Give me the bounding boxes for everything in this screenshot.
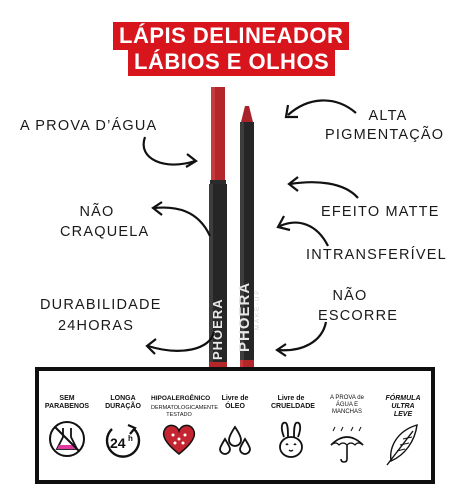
arrow-non-transfer [276, 215, 329, 247]
bunny-icon [279, 421, 303, 458]
arrow-matte [287, 176, 359, 199]
arrow-no-run [275, 321, 328, 357]
claim-matte: EFEITO MATTE [321, 204, 440, 220]
claim-waterproof: A PROVA D’ÁGUA [20, 118, 158, 134]
arrow-waterproof [142, 136, 198, 168]
heart-icon [162, 424, 196, 455]
feature-hypoallergenic: HIPOALERGÊNICO DERMATOLOGICAMENTE TESTAD… [151, 371, 219, 480]
brand-name: PHOERA [236, 281, 253, 352]
feature-label: A PROVA de ÁGUA E MANCHAS [330, 395, 364, 415]
feature-label: Livre de ÓLEO [221, 395, 249, 410]
arrow-durability [145, 331, 216, 355]
24h-clock-icon: 24 h [105, 423, 141, 458]
24h-badge-text: 24 [110, 435, 126, 451]
feature-oil-free: Livre de ÓLEO [207, 371, 263, 480]
feature-label: Livre de CRUELDADE [271, 395, 315, 410]
arrow-pigment [284, 99, 357, 119]
feature-water-smudge-proof: A PROVA de ÁGUA E MANCHAS [319, 371, 375, 480]
feature-sub-label: DERMATOLOGICAMENTE TESTADO [151, 405, 219, 418]
24h-badge-sup: h [128, 434, 133, 443]
claim-no-crack-1: NÃO [79, 204, 115, 220]
features-band: SEM PARABENOS LONGA DURAÇÃO 24 h HIPOALE… [35, 367, 435, 484]
claim-durability-1: DURABILIDADE [40, 297, 162, 313]
feature-label: FÓRMULA ULTRA LEVE [385, 395, 421, 418]
feature-label: HIPOALERGÊNICO [151, 395, 211, 402]
feature-label: SEM PARABENOS [44, 395, 90, 410]
drops-icon [219, 425, 251, 455]
feature-ultra-light: FÓRMULA ULTRA LEVE [375, 371, 431, 480]
claim-no-run-2: ESCORRE [318, 308, 399, 324]
arrow-no-crack [151, 201, 211, 237]
title-line-2: LÁBIOS E OLHOS [128, 48, 336, 76]
claim-no-run-1: NÃO [332, 288, 368, 304]
claim-no-crack-2: CRAQUELA [60, 224, 150, 240]
claim-high-pigment-1: ALTA [368, 108, 408, 124]
claim-high-pigment-2: PIGMENTAÇÃO [325, 127, 445, 143]
feature-no-parabens: SEM PARABENOS [39, 371, 95, 480]
feature-cruelty-free: Livre de CRUELDADE [263, 371, 319, 480]
umbrella-icon [330, 426, 364, 463]
brand-subtitle: MAKE-UP [255, 288, 261, 330]
feature-label: LONGA DURAÇÃO [105, 395, 141, 410]
flask-crossed-icon [49, 421, 85, 457]
feather-icon [386, 424, 418, 466]
claim-non-transfer: INTRANSFERÍVEL [306, 247, 447, 263]
claim-durability-2: 24HORAS [58, 318, 135, 334]
feature-long-lasting: LONGA DURAÇÃO 24 h [95, 371, 151, 480]
title-line-1: LÁPIS DELINEADOR [113, 22, 350, 50]
